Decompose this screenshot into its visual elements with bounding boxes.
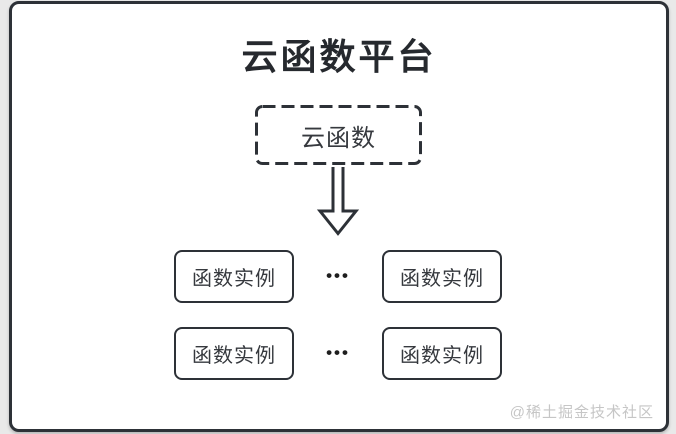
function-instance-label: 函数实例	[400, 268, 484, 290]
down-arrow-icon	[316, 167, 360, 236]
function-instance-box: 函数实例	[382, 327, 502, 380]
diagram-title: 云函数平台	[241, 36, 437, 77]
diagram-canvas: 云函数平台 云函数 函数实例 ••• 函数实例 函数实例 ••• 函数实例 @稀…	[9, 1, 669, 432]
function-instance-label: 函数实例	[400, 345, 484, 367]
ellipsis-dots: •••	[326, 266, 350, 285]
function-instance-label: 函数实例	[192, 345, 276, 367]
function-instance-label: 函数实例	[192, 268, 276, 290]
dashed-border	[255, 105, 422, 165]
watermark-text: @稀土掘金技术社区	[509, 404, 654, 421]
function-instance-box: 函数实例	[382, 250, 502, 303]
cloud-function-node: 云函数	[255, 105, 422, 165]
cloud-function-label: 云函数	[301, 124, 376, 152]
ellipsis-dots: •••	[326, 343, 350, 362]
function-instance-box: 函数实例	[174, 327, 294, 380]
function-instance-box: 函数实例	[174, 250, 294, 303]
